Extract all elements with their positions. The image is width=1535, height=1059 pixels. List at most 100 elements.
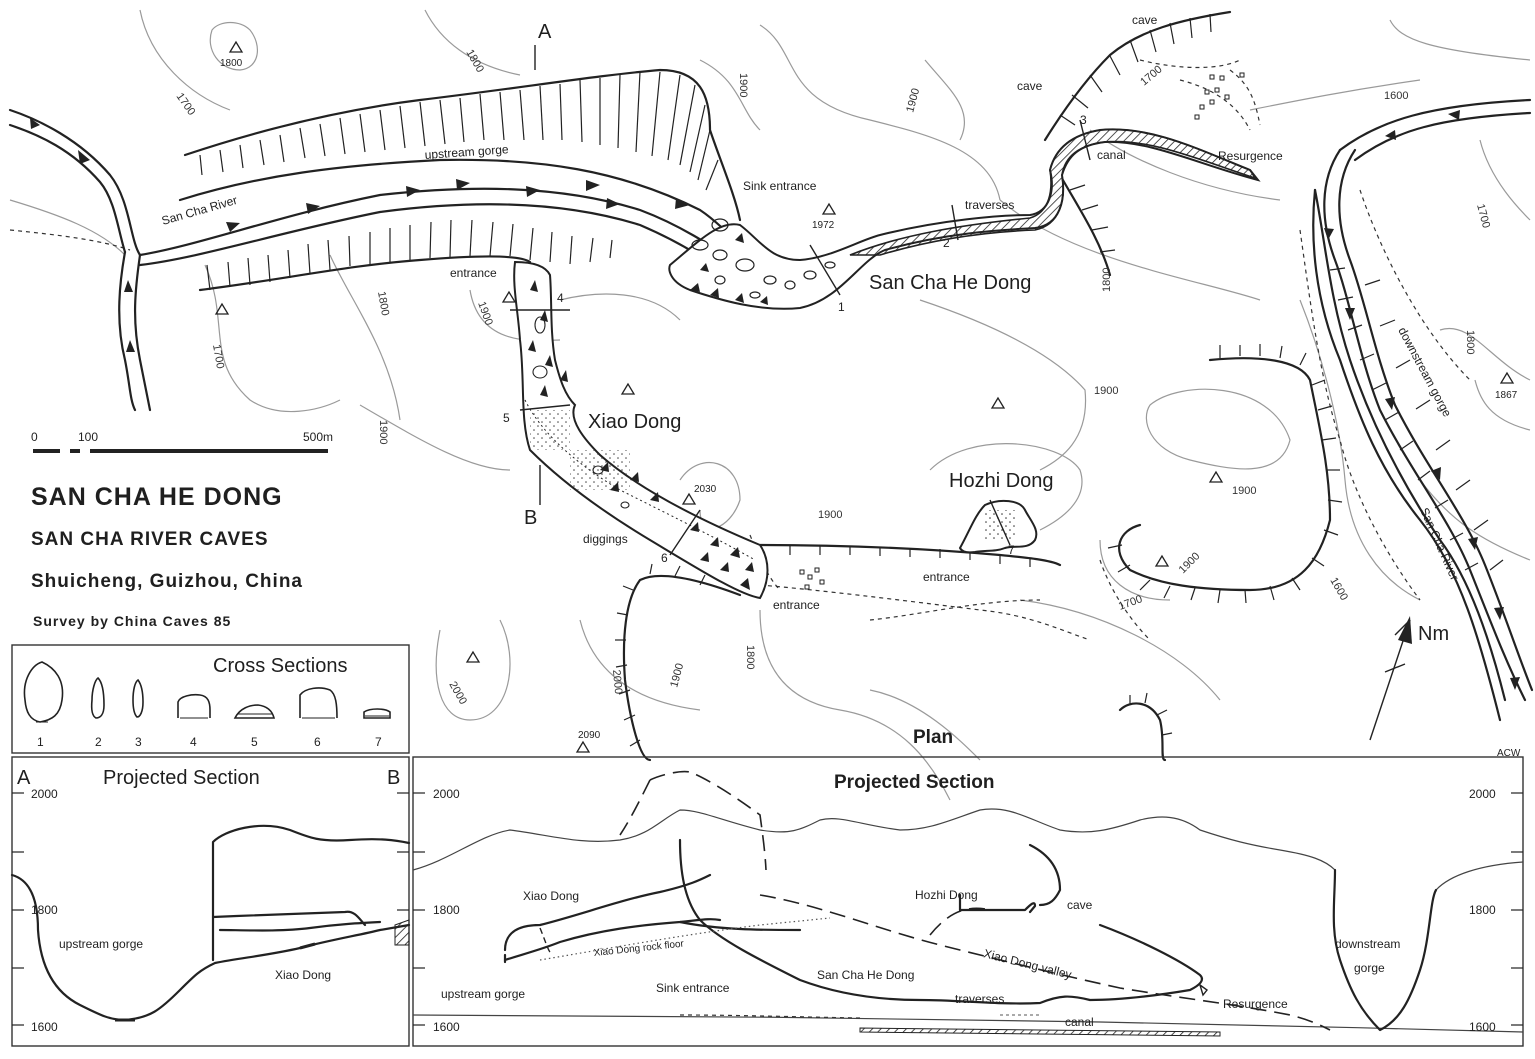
section-main-san-cha-he-dong: San Cha He Dong	[817, 968, 914, 982]
station-3: 3	[1080, 113, 1087, 127]
cross-section-2: 2	[95, 735, 102, 749]
small-shafts	[799, 72, 1245, 590]
san-cha-river-downstream	[1312, 98, 1534, 722]
contour-label: 1900	[475, 300, 495, 327]
section-ab-tick-1600: 1600	[31, 1020, 58, 1034]
plan-label: Plan	[913, 727, 953, 748]
label-cave-upper: cave	[1132, 13, 1158, 27]
section-ab-tick-1800: 1800	[31, 903, 58, 917]
contour-label: 1700	[1138, 63, 1164, 88]
contour-label: 1800	[1464, 330, 1476, 354]
station-4: 4	[557, 291, 564, 305]
section-main-resurgence: Resurgence	[1223, 997, 1288, 1011]
label-upstream-gorge: upstream gorge	[424, 142, 509, 162]
contour-label: 1900	[1232, 485, 1256, 497]
cross-section-3: 3	[135, 735, 142, 749]
section-main-sink-entrance: Sink entrance	[656, 981, 730, 995]
cave-name-xiao-dong: Xiao Dong	[588, 411, 681, 433]
cross-section-shapes	[23, 661, 391, 723]
spot-height-2030: 2030	[694, 484, 717, 495]
section-main-canal: canal	[1065, 1015, 1094, 1029]
contour-label: 2000	[446, 680, 469, 707]
section-main-downstream: downstream	[1335, 937, 1400, 951]
title-sub: SAN CHA RIVER CAVES	[31, 529, 269, 550]
station-5: 5	[503, 411, 510, 425]
contour-label: 1700	[210, 343, 226, 369]
section-ab-label-cave: Xiao Dong	[275, 968, 331, 982]
section-main-title: Projected Section	[834, 772, 995, 793]
section-marker-b-plan: B	[524, 507, 537, 529]
spot-height-1800: 1800	[220, 58, 243, 69]
label-cave-lower: cave	[1017, 79, 1043, 93]
contour-label: 1600	[1384, 90, 1408, 102]
contour-label: 1900	[668, 662, 686, 689]
label-entrance-xiao-dong: entrance	[450, 266, 497, 280]
cross-section-5: 5	[251, 735, 258, 749]
section-main-tick-1600-left: 1600	[433, 1020, 460, 1034]
hachures	[199, 13, 1504, 747]
label-traverses: traverses	[965, 198, 1014, 212]
gorge-cliffs	[183, 10, 1507, 762]
contour-lines	[9, 9, 1531, 801]
label-downstream-gorge: downstream gorge	[1395, 325, 1454, 420]
label-san-cha-river-upstream: San Cha River	[160, 193, 239, 228]
station-7: 7	[1008, 543, 1015, 557]
title-main: SAN CHA HE DONG	[31, 483, 283, 511]
station-1: 1	[838, 300, 845, 314]
section-main-xiao-dong: Xiao Dong	[523, 889, 579, 903]
section-main-rock-floor: Xiao Dong rock floor	[593, 939, 685, 959]
station-6: 6	[661, 551, 668, 565]
section-main-tick-1600-right: 1600	[1469, 1020, 1496, 1034]
contour-label: 1900	[904, 87, 922, 114]
scale-bar	[33, 449, 328, 453]
contour-label: 1800	[375, 290, 391, 316]
section-marker-a-plan: A	[538, 21, 552, 43]
section-main-tick-1800-right: 1800	[1469, 903, 1496, 917]
contour-label: 1800	[1101, 268, 1113, 292]
label-resurgence: Resurgence	[1218, 149, 1283, 163]
title-survey: Survey by China Caves 85	[33, 613, 231, 629]
section-main-tick-2000-right: 2000	[1469, 787, 1496, 801]
spot-height-1972: 1972	[812, 220, 835, 231]
contour-label: 1700	[1117, 593, 1144, 613]
section-ab-left-marker: A	[17, 767, 31, 789]
scale-label-100: 100	[78, 430, 98, 444]
cross-section-floors	[36, 713, 389, 723]
section-main-profile	[412, 770, 1524, 1037]
hozhi-dong-plan	[958, 499, 1038, 554]
section-ab-tick-2000: 2000	[31, 787, 58, 801]
section-ab-right-marker: B	[387, 767, 400, 789]
section-main-traverses: traverses	[955, 992, 1004, 1006]
contour-label: 1600	[1327, 576, 1350, 603]
scale-label-500: 500m	[303, 430, 333, 444]
cross-section-7: 7	[375, 735, 382, 749]
cave-name-hozhi-dong: Hozhi Dong	[949, 470, 1054, 492]
contour-label: 1900	[818, 509, 842, 521]
title-location: Shuicheng, Guizhou, China	[31, 571, 303, 592]
label-san-cha-river-downstream: San Cha River	[1417, 506, 1462, 583]
credit-label: ACW	[1497, 748, 1521, 759]
contour-label: 1900	[1177, 550, 1203, 576]
contour-label: 1900	[377, 420, 389, 444]
san-cha-he-dong-plan	[668, 128, 1261, 310]
label-sink-entrance: Sink entrance	[743, 179, 817, 193]
cross-section-6: 6	[314, 735, 321, 749]
section-main-gorge: gorge	[1354, 961, 1385, 975]
cross-sections-title: Cross Sections	[213, 655, 348, 677]
contour-label: 2000	[610, 669, 624, 694]
north-label: Nm	[1418, 623, 1449, 645]
contour-label: 1700	[1474, 203, 1492, 230]
contour-label: 1700	[174, 91, 198, 118]
scale-label-0: 0	[31, 430, 38, 444]
section-ab-label-gorge: upstream gorge	[59, 937, 143, 951]
cross-section-1: 1	[37, 735, 44, 749]
section-main-tick-2000-left: 2000	[433, 787, 460, 801]
contour-label: 1900	[737, 73, 749, 97]
contour-label: 1800	[463, 48, 486, 75]
section-ab-profile	[10, 792, 411, 1026]
spot-height-markers	[214, 40, 1515, 753]
section-main-cave: cave	[1067, 898, 1093, 912]
